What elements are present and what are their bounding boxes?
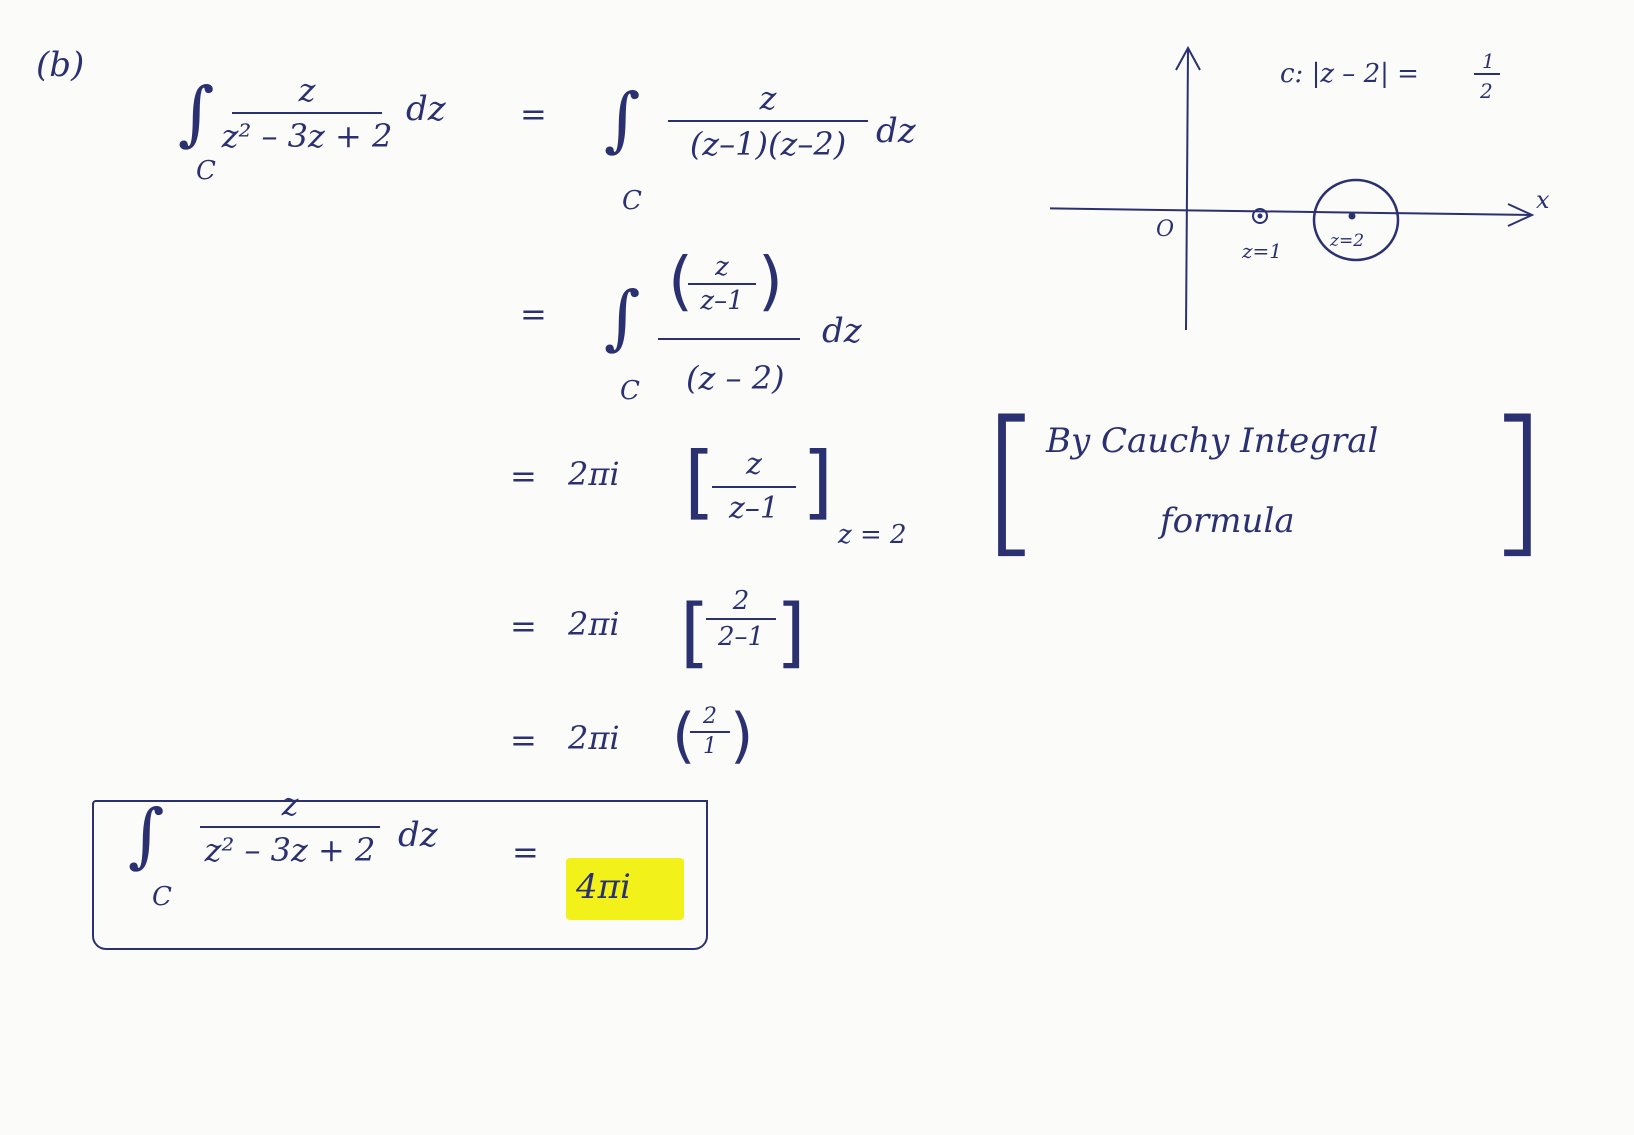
contour-sketch: O z=1 z=2 x c: |z – 2| = 1 2 (1050, 45, 1550, 331)
value-fraction: 2 2–1 (706, 588, 776, 650)
paren-open: ( (672, 701, 696, 771)
integrand-denominator: z² – 3z + 2 (221, 117, 393, 155)
evaluation-point: z = 2 (838, 520, 907, 550)
fraction-bar (690, 731, 730, 733)
integrand-fraction: z z² – 3z + 2 (222, 71, 393, 152)
fraction-bar (668, 120, 868, 122)
contour-subscript: C (620, 376, 640, 406)
contour-circle (1312, 178, 1400, 262)
inner-numerator: z (715, 252, 729, 282)
paren-close: ) (758, 245, 783, 319)
radius-numerator: 1 (1482, 49, 1495, 73)
answer-fraction: z z² – 3z + 2 (200, 788, 380, 866)
answer-highlight (566, 858, 684, 920)
note-line-1: By Cauchy Integral (1046, 421, 1379, 461)
equals-sign: = (520, 295, 547, 333)
equals-sign: = (510, 721, 537, 759)
value-numerator: 2 (732, 586, 750, 616)
pole-z2-label: z=2 (1329, 231, 1364, 251)
radius-denominator: 2 (1479, 79, 1493, 103)
note-bracket-close: ] (1486, 386, 1549, 573)
differential: dz (822, 311, 862, 351)
simplified-numerator: 2 (703, 704, 717, 729)
final-answer-box (92, 800, 708, 950)
imaginary-axis (1185, 49, 1189, 331)
two-pi-i: 2πi (568, 605, 620, 643)
bracket-close: ] (802, 435, 834, 528)
fraction-bar (688, 283, 756, 285)
integral-sign: ∫ (178, 72, 215, 154)
pole-z1-label: z=1 (1241, 239, 1282, 263)
paren-close: ) (730, 701, 754, 771)
simplified-denominator: 1 (703, 734, 717, 759)
main-fraction-bar (658, 338, 800, 340)
contour-label: c: |z – 2| = (1280, 59, 1419, 89)
pole-z1-dot (1257, 213, 1263, 219)
origin-label: O (1156, 217, 1174, 242)
differential: dz (398, 815, 438, 855)
integral-sign: ∫ (604, 276, 641, 358)
note-bracket-open: [ (980, 386, 1043, 573)
integral-sign: ∫ (604, 78, 641, 160)
residue-denominator: z–1 (729, 491, 779, 526)
factored-numerator: z (759, 79, 777, 117)
differential: dz (406, 89, 446, 129)
pole-z2-dot (1348, 212, 1356, 220)
fraction-bar (232, 112, 382, 114)
integral-sign: ∫ (128, 794, 165, 876)
residue-fraction: z z–1 (712, 450, 796, 524)
pole-z1-marker (1252, 208, 1268, 224)
axis-label: x (1536, 186, 1550, 214)
real-axis (1050, 207, 1531, 216)
equals-sign: = (512, 833, 539, 871)
two-pi-i: 2πi (568, 455, 620, 493)
inner-denominator: z–1 (700, 286, 744, 316)
integrand-numerator: z (298, 71, 316, 109)
contour-subscript: C (152, 882, 172, 912)
final-result: 4πi (576, 867, 631, 907)
inner-fraction: z z–1 (688, 254, 756, 314)
equals-sign: = (510, 457, 537, 495)
fraction-bar (712, 486, 796, 488)
factored-denominator: (z–1)(z–2) (689, 125, 847, 163)
bracket-close: ] (776, 587, 806, 676)
contour-subscript: C (622, 186, 642, 216)
two-pi-i: 2πi (568, 719, 620, 757)
answer-numerator: z (281, 785, 299, 823)
contour-subscript: C (196, 156, 216, 186)
bracket-open: [ (680, 587, 710, 676)
differential: dz (876, 111, 916, 151)
fraction-bar (706, 618, 776, 620)
factored-fraction: z (z–1)(z–2) (668, 82, 868, 160)
bracket-open: [ (684, 435, 716, 528)
imaginary-axis-arrowhead (1175, 45, 1201, 71)
equals-sign: = (510, 607, 537, 645)
paren-open: ( (668, 245, 693, 319)
main-denominator: (z – 2) (686, 359, 785, 397)
value-denominator: 2–1 (717, 622, 765, 652)
residue-numerator: z (746, 447, 762, 482)
real-axis-arrowhead (1507, 203, 1535, 227)
note-line-2: formula (1160, 501, 1295, 541)
simplified-fraction: 2 1 (690, 706, 730, 758)
part-label: (b) (36, 45, 85, 85)
fraction-bar (200, 826, 380, 828)
answer-denominator: z² – 3z + 2 (204, 831, 376, 869)
equals-sign: = (520, 95, 547, 133)
